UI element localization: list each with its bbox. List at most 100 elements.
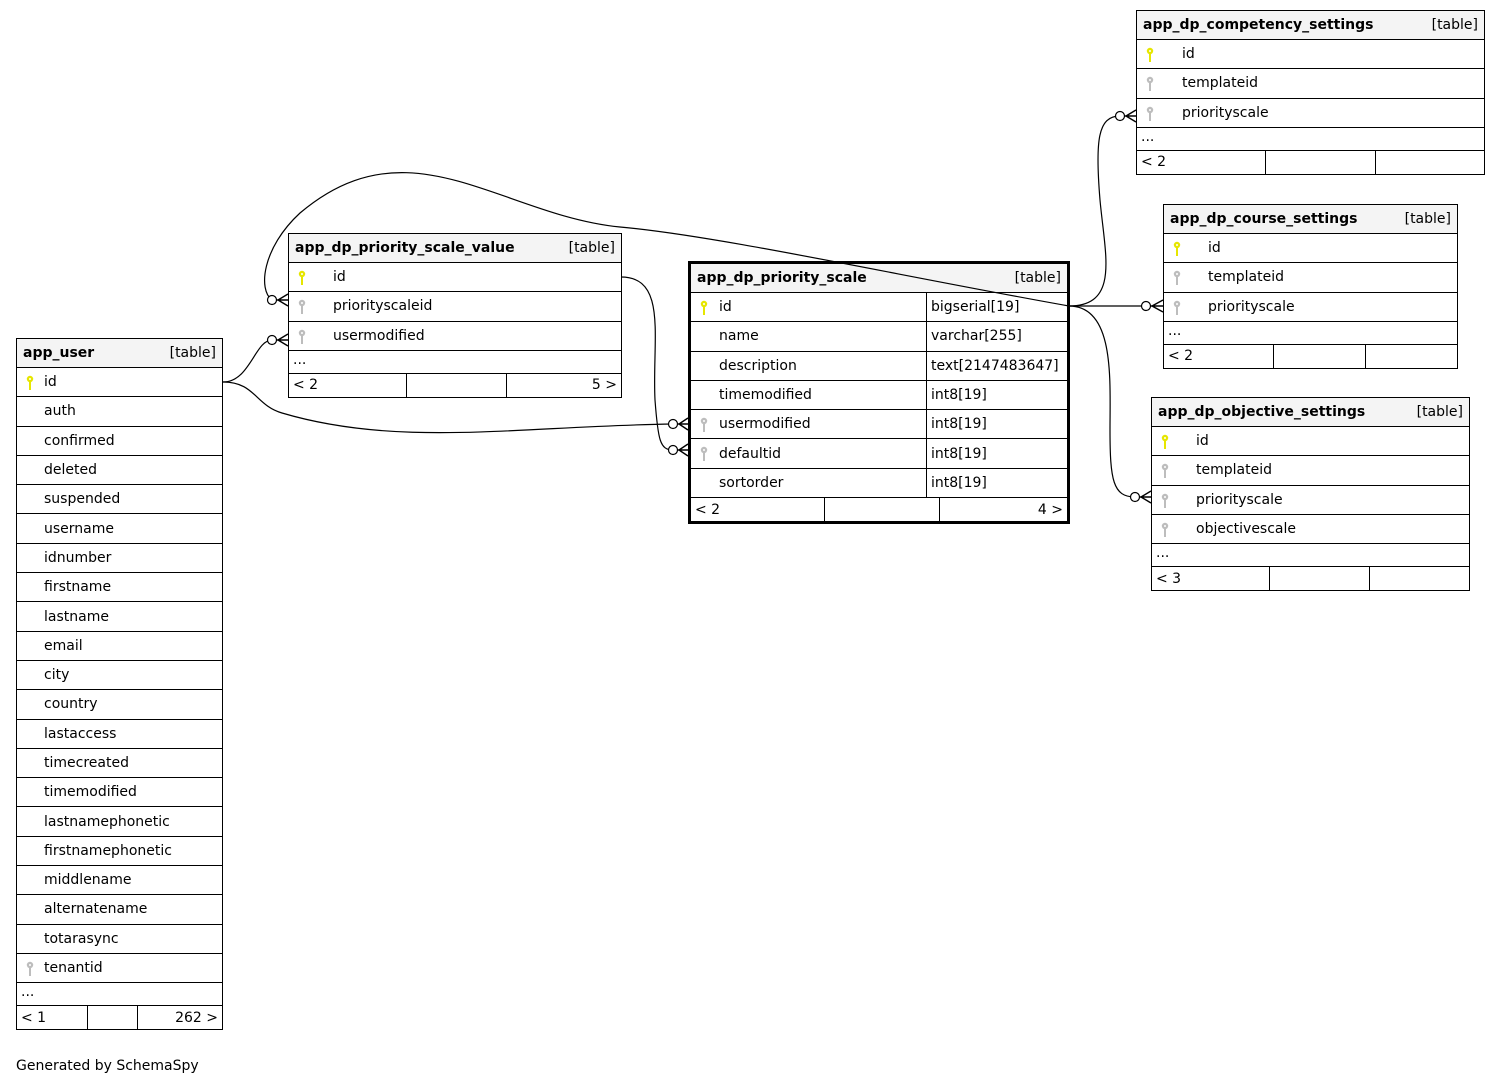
column-row[interactable]: usermodified <box>289 322 621 351</box>
column-row[interactable]: confirmed <box>17 427 222 456</box>
column-row[interactable]: id <box>289 263 621 293</box>
relationship-edge <box>620 276 689 457</box>
column-row[interactable]: templateid <box>1152 456 1469 486</box>
column-row[interactable]: priorityscale <box>1152 486 1469 515</box>
column-name: timecreated <box>44 755 129 771</box>
table-type: [table] <box>1416 404 1463 420</box>
table-name: app_dp_priority_scale <box>697 270 867 286</box>
parents-count[interactable]: < 2 <box>695 501 721 518</box>
column-row[interactable]: city <box>17 661 222 691</box>
column-row[interactable]: lastnamephonetic <box>17 807 222 837</box>
column-row[interactable]: templateid <box>1164 263 1457 293</box>
foreign-key-icon <box>1160 463 1170 479</box>
column-row[interactable]: totarasync <box>17 925 222 954</box>
column-row[interactable]: middlename <box>17 866 222 896</box>
table-header[interactable]: app_dp_course_settings[table] <box>1164 205 1457 234</box>
column-row[interactable]: templateid <box>1137 69 1484 99</box>
children-count[interactable]: 4 > <box>939 498 1067 522</box>
column-row[interactable]: deleted <box>17 456 222 486</box>
column-row[interactable]: suspended <box>17 485 222 515</box>
column-row[interactable]: tenantid <box>17 954 222 984</box>
parents-count[interactable]: < 2 <box>1168 348 1194 365</box>
table-header[interactable]: app_dp_priority_scale_value[table] <box>289 234 621 263</box>
parents-count[interactable]: < 3 <box>1156 570 1182 587</box>
column-row[interactable]: email <box>17 632 222 661</box>
column-name: priorityscale <box>1208 298 1295 315</box>
table-header[interactable]: app_dp_priority_scale [table] <box>691 264 1067 293</box>
column-name: usermodified <box>333 327 425 344</box>
parents-count[interactable]: < 2 <box>293 377 319 394</box>
table-type: [table] <box>1014 270 1061 286</box>
children-count[interactable] <box>1365 344 1457 368</box>
table-header[interactable]: app_dp_competency_settings[table] <box>1137 11 1484 40</box>
column-row[interactable]: id <box>1152 427 1469 457</box>
primary-key-icon <box>699 300 709 316</box>
children-count[interactable] <box>1369 567 1469 591</box>
column-row[interactable]: priorityscale <box>1137 99 1484 128</box>
column-row[interactable]: timemodified <box>17 778 222 808</box>
column-name: email <box>44 637 83 654</box>
column-row[interactable]: username <box>17 514 222 544</box>
column-name: firstname <box>44 579 112 596</box>
column-row[interactable]: id <box>17 368 222 398</box>
table-header[interactable]: app_dp_objective_settings[table] <box>1152 398 1469 427</box>
more-columns[interactable]: ... <box>289 351 621 374</box>
primary-key-icon <box>297 270 307 286</box>
column-name: templateid <box>1182 75 1258 92</box>
more-columns[interactable]: ... <box>1164 322 1457 345</box>
table-app-dp-competency-settings[interactable]: app_dp_competency_settings[table]id templ… <box>1136 10 1485 175</box>
parents-count[interactable]: < 1 <box>21 1009 47 1026</box>
table-type: [table] <box>1431 17 1478 33</box>
column-row[interactable]: id <box>1164 234 1457 264</box>
table-header[interactable]: app_user[table] <box>17 339 222 368</box>
more-columns[interactable]: ... <box>1137 128 1484 151</box>
column-row[interactable]: id <box>1137 40 1484 70</box>
column-name: lastnamephonetic <box>44 813 170 830</box>
column-name: objectivescale <box>1196 521 1297 538</box>
foreign-key-icon <box>1172 300 1182 316</box>
more-columns[interactable]: ... <box>17 983 222 1007</box>
children-count[interactable] <box>1375 150 1484 174</box>
column-row[interactable]: priorityscaleid <box>289 292 621 322</box>
table-app-dp-priority-scale-value[interactable]: app_dp_priority_scale_value[table]id prio… <box>288 233 622 398</box>
children-count[interactable]: 5 > <box>506 373 621 397</box>
column-row[interactable]: priorityscale <box>1164 293 1457 322</box>
column-row[interactable]: objectivescale <box>1152 515 1469 545</box>
column-name: lastname <box>44 608 109 625</box>
column-name: suspended <box>44 491 121 508</box>
primary-key-icon <box>25 375 35 391</box>
column-name: id <box>719 299 732 316</box>
column-name: tenantid <box>44 960 103 977</box>
column-name: priorityscaleid <box>333 298 433 315</box>
column-name: alternatename <box>44 901 148 918</box>
column-row[interactable]: timecreated <box>17 749 222 779</box>
column-row[interactable]: alternatename <box>17 895 222 925</box>
column-row[interactable]: idnumber <box>17 544 222 574</box>
column-row[interactable]: firstname <box>17 573 222 603</box>
column-row[interactable]: firstnamephonetic <box>17 837 222 867</box>
more-columns[interactable]: ... <box>1152 544 1469 568</box>
column-type: int8[19] <box>926 468 1067 498</box>
column-row[interactable]: lastname <box>17 602 222 632</box>
column-row[interactable]: auth <box>17 397 222 427</box>
children-count[interactable]: 262 > <box>137 1006 222 1030</box>
parents-count[interactable]: < 2 <box>1141 154 1167 171</box>
column-row[interactable]: lastaccess <box>17 720 222 749</box>
column-name: priorityscale <box>1182 104 1269 121</box>
table-name: app_user <box>23 345 95 361</box>
column-row[interactable]: country <box>17 690 222 720</box>
primary-key-icon <box>1160 434 1170 450</box>
column-name: lastaccess <box>44 725 117 742</box>
column-type: text[2147483647] <box>926 351 1067 380</box>
